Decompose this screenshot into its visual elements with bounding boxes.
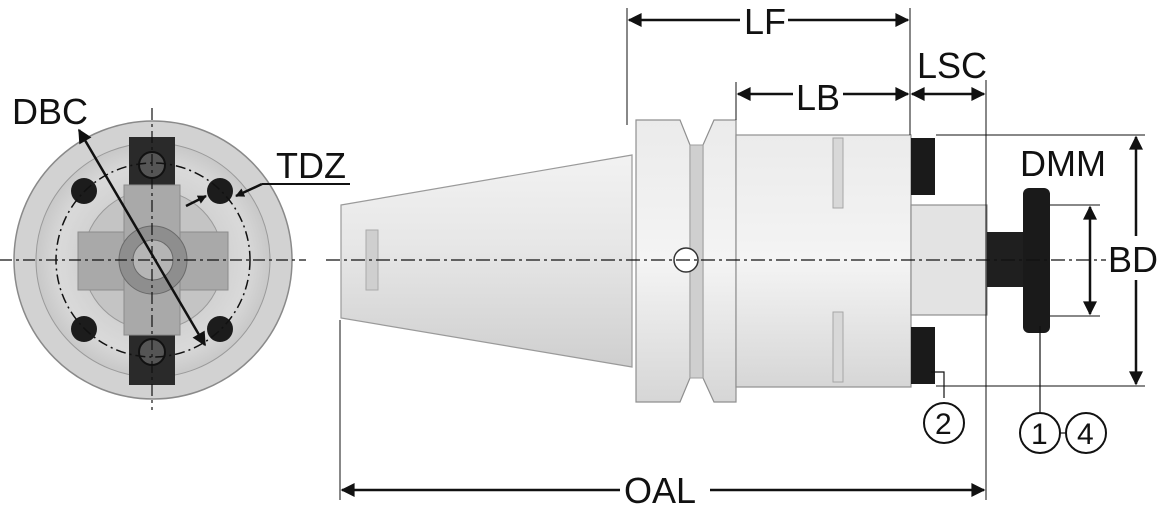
callout-2-leader [931, 371, 945, 398]
holder-body [735, 134, 912, 388]
end-view: DBC TDZ [0, 91, 350, 410]
body-slot-bottom [832, 311, 844, 383]
lf-label: LF [744, 1, 786, 42]
dbc-label: DBC [12, 91, 88, 132]
callout-4-circle [1065, 412, 1107, 454]
drive-key-side-bottom [911, 327, 935, 384]
body-slot-top [832, 137, 844, 209]
oal-label: OAL [624, 470, 696, 511]
flange-right [702, 119, 737, 403]
bd-label-bg [1106, 236, 1163, 280]
callout-2-text: 2 [935, 408, 952, 441]
dbc-dimension-arrow [77, 128, 207, 347]
taper-shank [340, 154, 633, 368]
lb-label: LB [796, 77, 840, 118]
lf-label-bg [740, 0, 788, 40]
drive-key-side-top [911, 138, 935, 195]
pilot [910, 204, 988, 316]
circled-number-icon [923, 402, 965, 444]
side-view: LF LB LSC OAL DMM BD 2 1 4 [326, 0, 1163, 511]
dmm-label: DMM [1020, 143, 1106, 184]
tdz-arrow-2 [185, 194, 207, 208]
callout-4-text: 4 [1077, 418, 1094, 451]
tdz-arrow [235, 182, 263, 198]
lb-label-bg [793, 76, 843, 116]
callout-1-text: 1 [1031, 418, 1048, 451]
bd-label: BD [1108, 239, 1158, 280]
oal-label-bg [620, 468, 710, 508]
lsc-label: LSC [917, 45, 987, 86]
tdz-label: TDZ [276, 145, 346, 186]
